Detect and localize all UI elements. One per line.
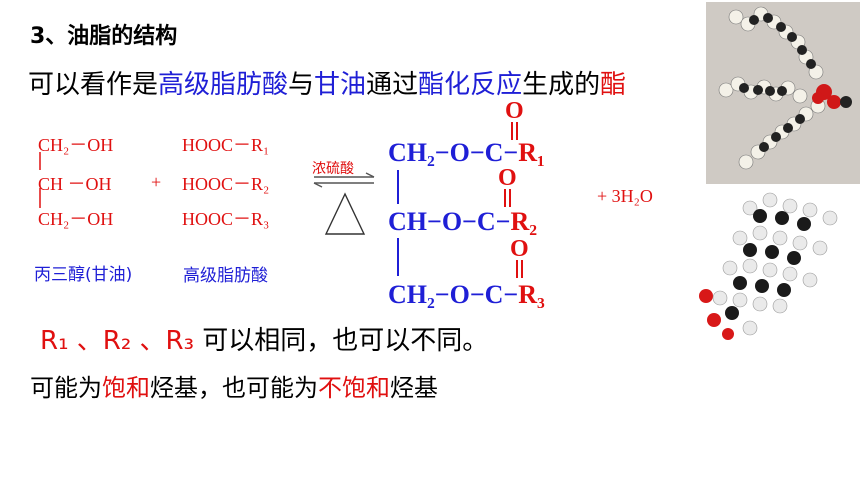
sat-unsaturated: 不饱和 <box>318 374 390 402</box>
catalyst-label: 浓硫酸 <box>312 161 354 177</box>
intro-text-3: 通过 <box>366 70 419 100</box>
product-r1: R₁ <box>518 138 545 167</box>
carbonyl-o-2: O <box>498 165 517 191</box>
intro-text-2: 与 <box>288 70 315 100</box>
glycerol-bonds <box>39 152 41 208</box>
double-bond-3 <box>516 260 523 278</box>
product-row-3-text: CH₂−O−C− <box>388 280 519 309</box>
r-groups-note: R₁ 、R₂ 、R₃ 可以相同，也可以不同。 <box>40 320 488 357</box>
note-r3: R₃ <box>165 326 195 356</box>
sat-text-3: 烃基 <box>390 374 438 402</box>
note-rest: 可以相同，也可以不同。 <box>194 326 489 356</box>
product-r3: R₃ <box>518 280 545 309</box>
section-title: 3、油脂的结构 <box>30 24 178 49</box>
intro-ester: 酯 <box>600 70 627 100</box>
plus-sign: + <box>151 172 162 192</box>
intro-sentence: 可以看作是高级脂肪酸与甘油通过酯化反应生成的酯 <box>28 64 626 101</box>
note-sep-1: 、 <box>68 326 103 356</box>
intro-text-1: 可以看作是 <box>28 70 159 100</box>
note-sep-2: 、 <box>131 326 166 356</box>
sat-text-1: 可能为 <box>30 374 102 402</box>
product-backbone-bonds <box>397 170 399 276</box>
product-row-3: CH₂−O−C−R₃ <box>388 280 545 310</box>
intro-text-4: 生成的 <box>522 70 601 100</box>
acid-row-1: HOOC－R₁ <box>182 135 270 155</box>
glycerol-row-3: CH₂－OH <box>38 209 114 229</box>
intro-fatty-acid: 高级脂肪酸 <box>158 70 289 100</box>
note-r2: R₂ <box>102 326 132 356</box>
molecule-model-image-1 <box>706 2 860 184</box>
product-row-2-text: CH−O−C− <box>388 207 511 236</box>
product-row-2: CH−O−C−R₂ <box>388 207 537 237</box>
acid-label: 高级脂肪酸 <box>183 266 268 286</box>
acid-row-3: HOOC－R₃ <box>182 209 270 229</box>
carbonyl-o-1: O <box>505 98 524 124</box>
molecule-model-image-2 <box>690 188 860 348</box>
ball-model-icon <box>699 192 838 340</box>
product-row-1: CH₂−O−C−R₁ <box>388 138 545 168</box>
sat-saturated: 饱和 <box>102 374 150 402</box>
glycerol-label: 丙三醇(甘油) <box>34 265 133 285</box>
glycerol-row-1: CH₂－OH <box>38 135 114 155</box>
space-filling-model-icon <box>718 6 852 170</box>
double-bond-1 <box>511 122 518 140</box>
intro-esterification: 酯化反应 <box>418 70 523 100</box>
product-r2: R₂ <box>510 207 538 236</box>
sat-text-2: 烃基，也可能为 <box>150 374 318 402</box>
glycerol-row-2: CH －OH <box>38 174 112 194</box>
acid-row-2: HOOC－R₂ <box>182 174 270 194</box>
water-product: + 3H₂O <box>597 186 653 206</box>
saturation-note: 可能为饱和烃基，也可能为不饱和烃基 <box>30 368 438 403</box>
double-bond-2 <box>504 189 511 207</box>
intro-glycerol: 甘油 <box>314 70 367 100</box>
reaction-arrow-icon <box>313 172 375 235</box>
carbonyl-o-3: O <box>510 236 529 262</box>
product-row-1-text: CH₂−O−C− <box>388 138 519 167</box>
note-r1: R₁ <box>40 326 69 356</box>
